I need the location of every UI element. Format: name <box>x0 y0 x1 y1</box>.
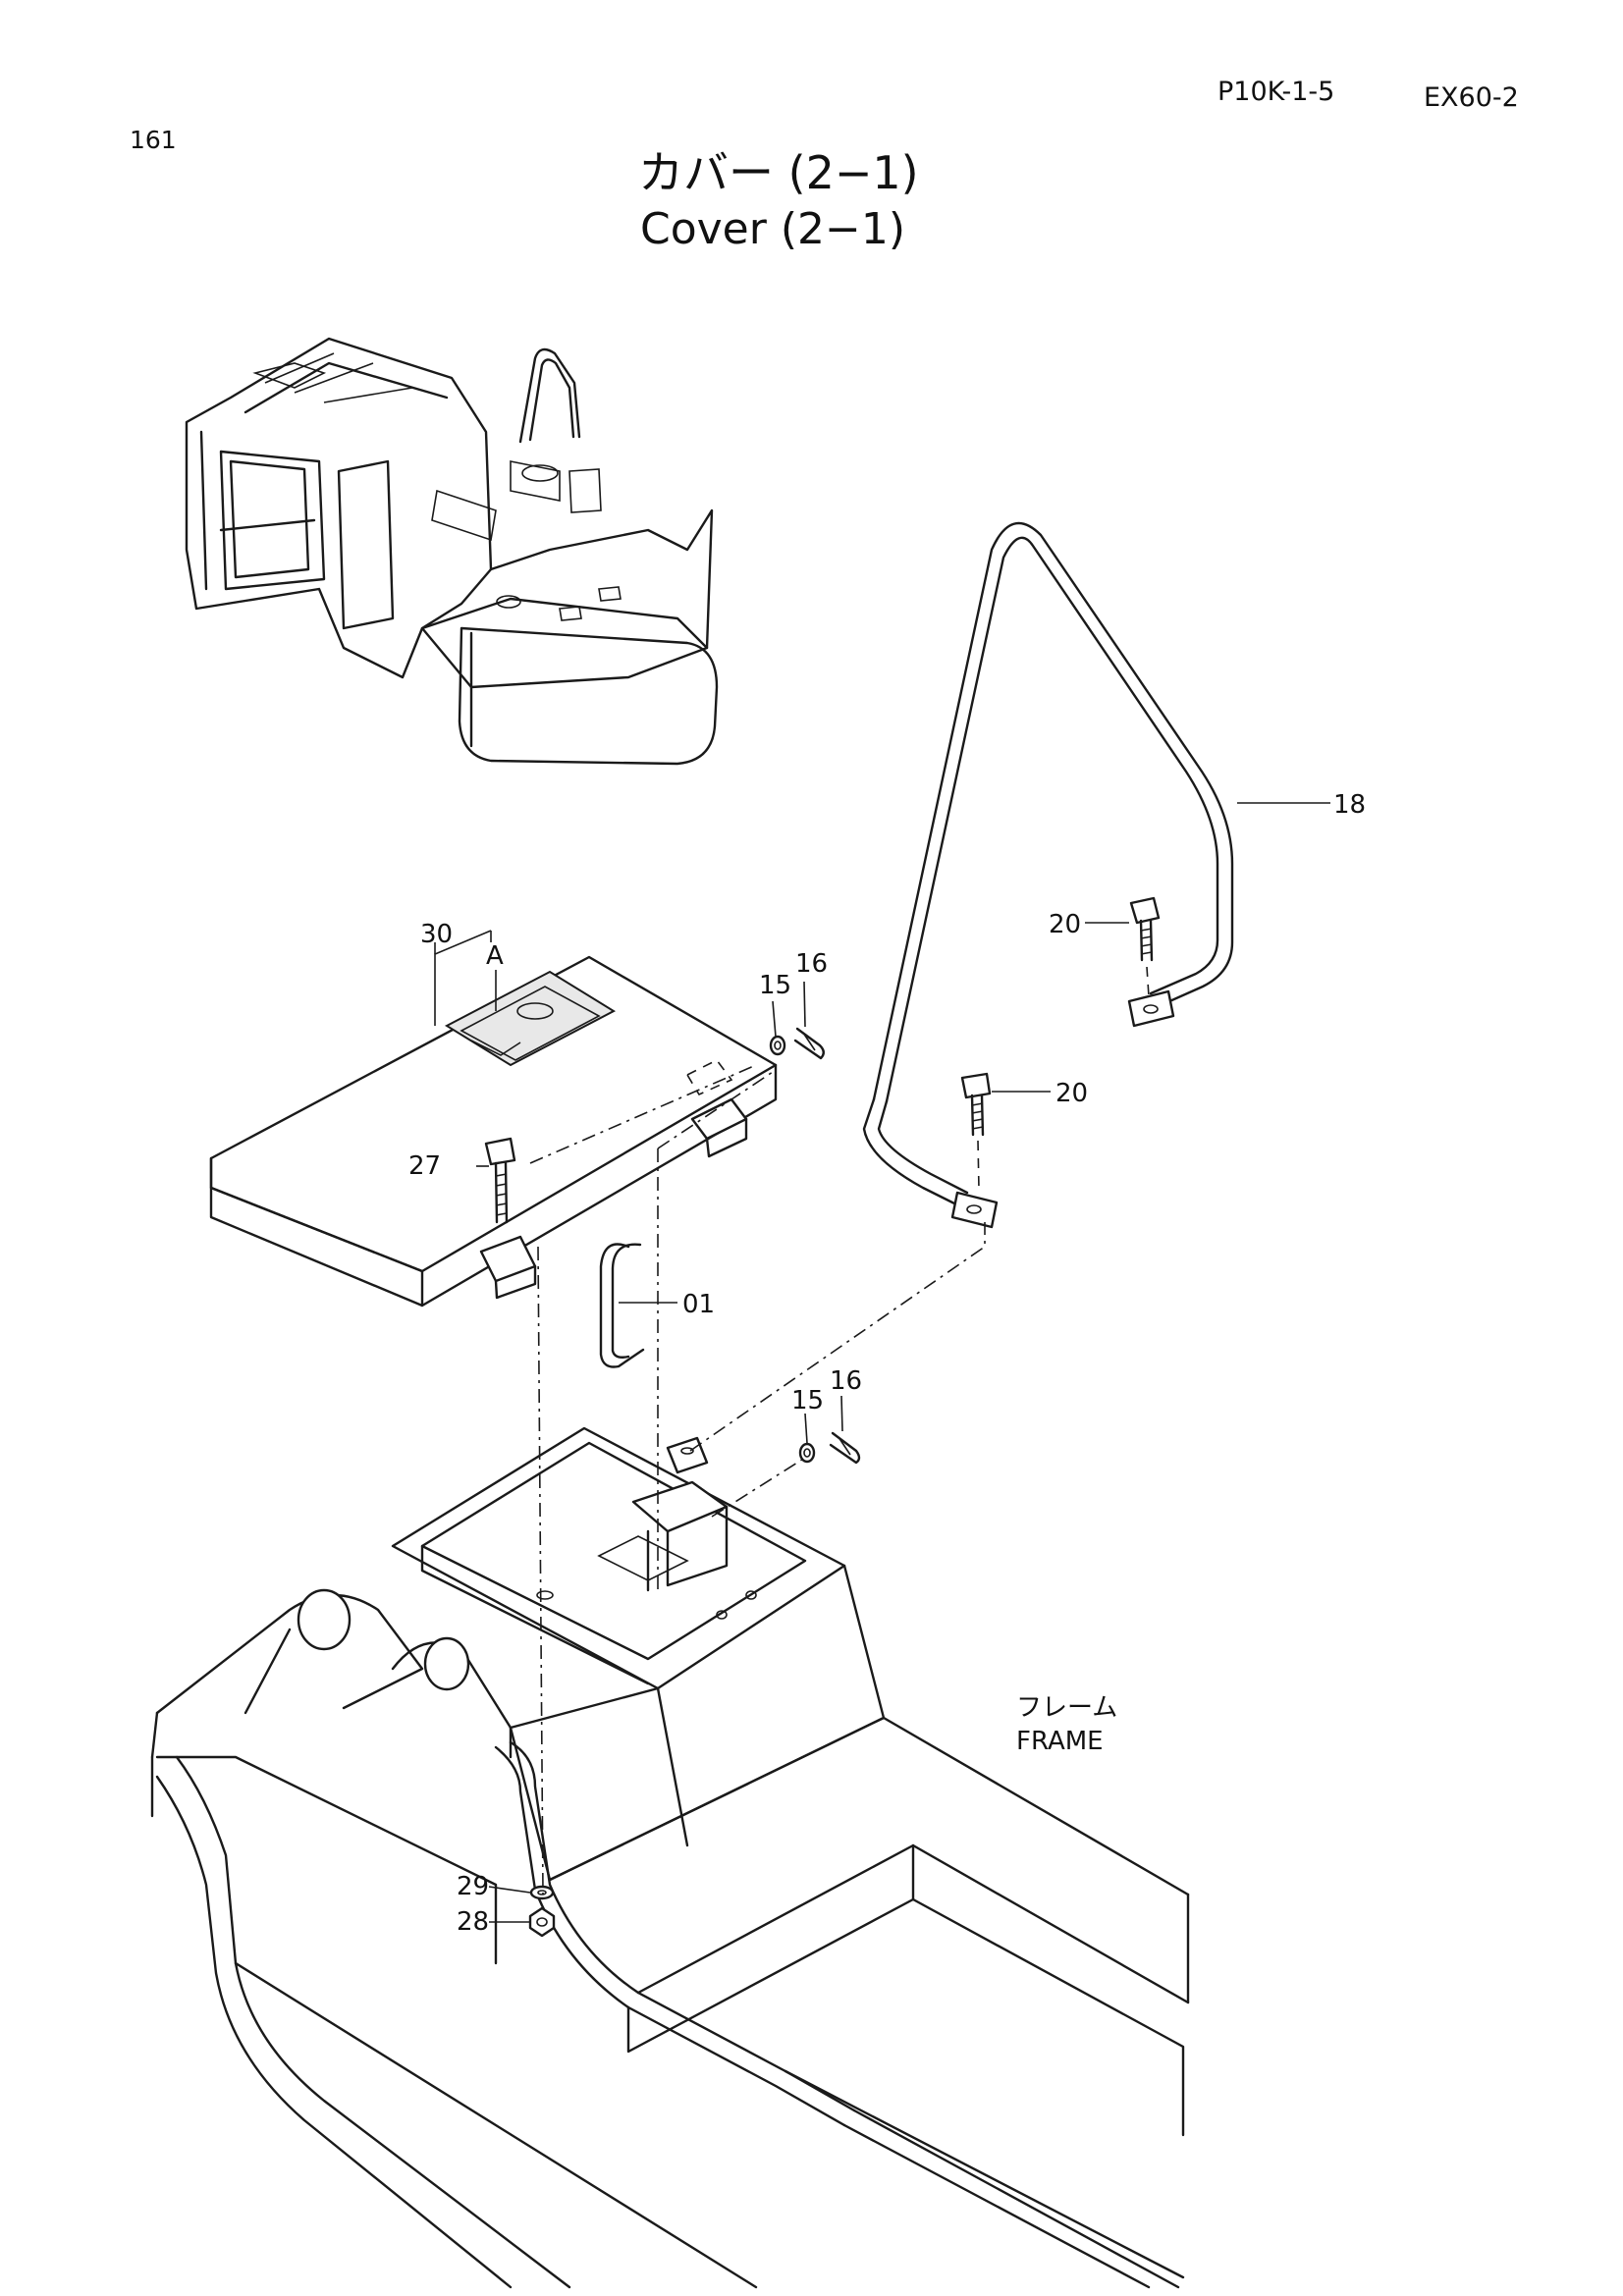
catalog-code: P10K-1-5 <box>1217 77 1334 107</box>
callout-28: 28 <box>457 1907 489 1937</box>
centerline-washer-lower <box>711 1457 806 1518</box>
callout-01: 01 <box>682 1290 715 1319</box>
bolt-27 <box>484 1137 516 1224</box>
callout-15-lower: 15 <box>791 1386 824 1415</box>
handrail-upper-foot <box>1127 989 1175 1028</box>
handrail-18 <box>862 521 1234 1229</box>
page-number: 161 <box>130 126 177 154</box>
callout-16-lower: 16 <box>830 1366 862 1396</box>
excavator-overview-illustration <box>185 337 719 766</box>
bolt-20-lower <box>960 1072 992 1191</box>
washer-15-upper <box>769 1035 786 1056</box>
callout-16-upper: 16 <box>795 949 828 979</box>
stay-01 <box>599 1243 645 1368</box>
callout-30: 30 <box>420 920 453 949</box>
callout-20-lower: 20 <box>1055 1079 1088 1108</box>
handrail-lower-foot <box>950 1191 999 1229</box>
title-japanese: カバー (2−1) <box>638 146 919 199</box>
detail-a-label: A <box>486 941 504 971</box>
callout-18: 18 <box>1333 790 1366 820</box>
centerline-bolt-27 <box>537 1246 544 1896</box>
lock-pin-16-lower <box>829 1431 861 1465</box>
model-code: EX60-2 <box>1424 82 1519 113</box>
lock-pin-16-upper <box>793 1027 825 1060</box>
cover-30 <box>209 955 778 1308</box>
nut-28 <box>528 1906 556 1938</box>
frame <box>150 1426 1190 2289</box>
frame-label-jp: フレーム <box>1016 1693 1117 1723</box>
callout-15-upper: 15 <box>759 971 791 1000</box>
washer-29 <box>529 1885 555 1900</box>
centerline-handrail-lower <box>689 1222 986 1452</box>
centerline-hinge <box>529 1064 757 1164</box>
title-english: Cover (2−1) <box>640 204 905 254</box>
leader-lines <box>434 802 1330 1923</box>
frame-label-en: FRAME <box>1016 1727 1104 1756</box>
callout-20-upper: 20 <box>1049 910 1081 939</box>
washer-15-lower <box>798 1442 816 1464</box>
callout-29: 29 <box>457 1872 489 1901</box>
callout-27: 27 <box>408 1151 441 1181</box>
centerline-stay-upper <box>657 1069 777 1149</box>
bolt-20-upper <box>1129 896 1161 997</box>
